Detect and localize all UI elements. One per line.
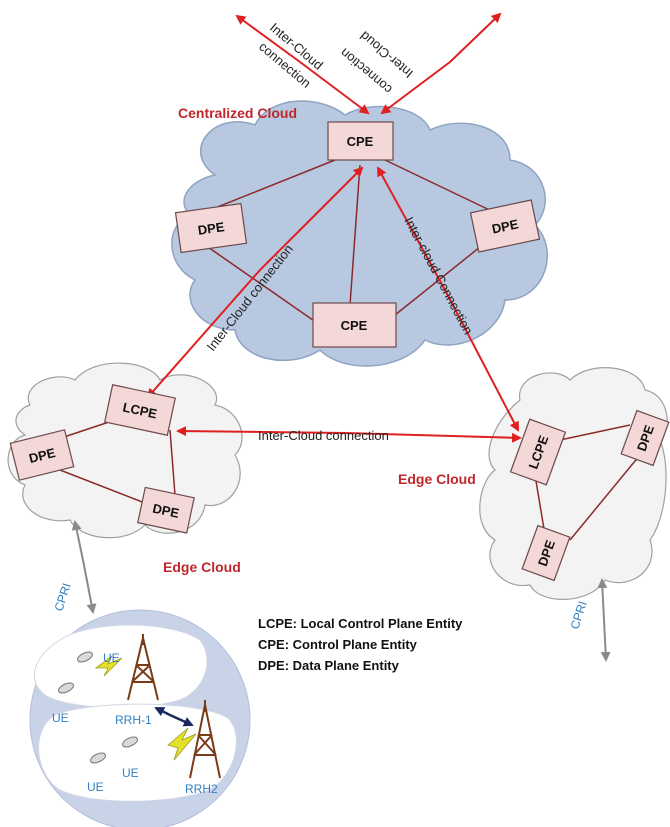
ue-label-3: UE <box>122 766 139 780</box>
right-edge-cloud-links <box>534 424 641 541</box>
ue-device-icon-1 <box>77 651 93 663</box>
rrh-link-arrow <box>154 706 171 717</box>
right-edge-cloud-shape <box>479 367 668 601</box>
svg-text:CPE: CPE <box>347 134 374 149</box>
cpe-bottom-box: CPE <box>312 302 397 348</box>
svg-text:DPE: DPE <box>151 501 181 521</box>
cpri-arrows <box>71 520 611 662</box>
wireless-link-icon-2 <box>167 727 197 761</box>
dpe-left-1-box: DPE <box>9 429 75 481</box>
cell-area-1 <box>33 624 208 709</box>
legend-cpe: CPE: Control Plane Entity <box>258 637 418 652</box>
rrh1-label: RRH-1 <box>115 713 152 727</box>
legend-dpe: DPE: Data Plane Entity <box>258 658 400 673</box>
ue-label-1: UE <box>103 651 120 665</box>
dpe-central-left-box: DPE <box>174 202 248 254</box>
centralized-cloud-title: Centralized Cloud <box>178 105 297 121</box>
left-edge-cloud-shape <box>7 362 243 539</box>
cpri-label-right: CPRI <box>568 599 590 631</box>
svg-text:LCPE: LCPE <box>121 400 158 422</box>
ue-device-icon-3 <box>90 752 106 764</box>
edge-cloud-right-title: Edge Cloud <box>398 471 476 487</box>
svg-text:DPE: DPE <box>490 216 520 236</box>
cell-area-2 <box>38 703 237 802</box>
inter-cloud-arrows <box>146 12 522 443</box>
edge-cloud-left-title: Edge Cloud <box>163 559 241 575</box>
cpe-top-box: CPE <box>327 121 394 161</box>
dpe-central-right-box: DPE <box>469 199 541 253</box>
ue-label-4: UE <box>87 780 104 794</box>
svg-text:DPE: DPE <box>27 445 57 466</box>
ue-label-2: UE <box>52 711 69 725</box>
legend-lcpe: LCPE: Local Control Plane Entity <box>258 616 463 631</box>
dpe-right-1-box: DPE <box>620 409 670 467</box>
rrh2-tower-icon <box>189 700 221 779</box>
cpri-label-left: CPRI <box>52 581 74 613</box>
ue-device-icon-4 <box>122 736 138 748</box>
dpe-right-2-box: DPE <box>521 524 571 582</box>
rrh2-label: RRH2 <box>185 782 218 796</box>
ue-device-icon-2 <box>58 682 74 694</box>
dpe-left-2-box: DPE <box>137 486 195 534</box>
rrh-link-arrow-2 <box>169 713 194 727</box>
lcpe-right-box: LCPE <box>509 418 567 486</box>
central-cloud-links <box>204 159 501 326</box>
conn-label-edge-to-edge: Inter-Cloud connection <box>258 428 389 443</box>
centralized-cloud-shape <box>171 100 548 367</box>
svg-text:DPE: DPE <box>197 219 226 238</box>
svg-text:CPE: CPE <box>341 318 368 333</box>
rrh1-tower-icon <box>127 634 159 701</box>
lcpe-left-box: LCPE <box>104 384 176 436</box>
wireless-link-icon-1 <box>94 655 123 677</box>
